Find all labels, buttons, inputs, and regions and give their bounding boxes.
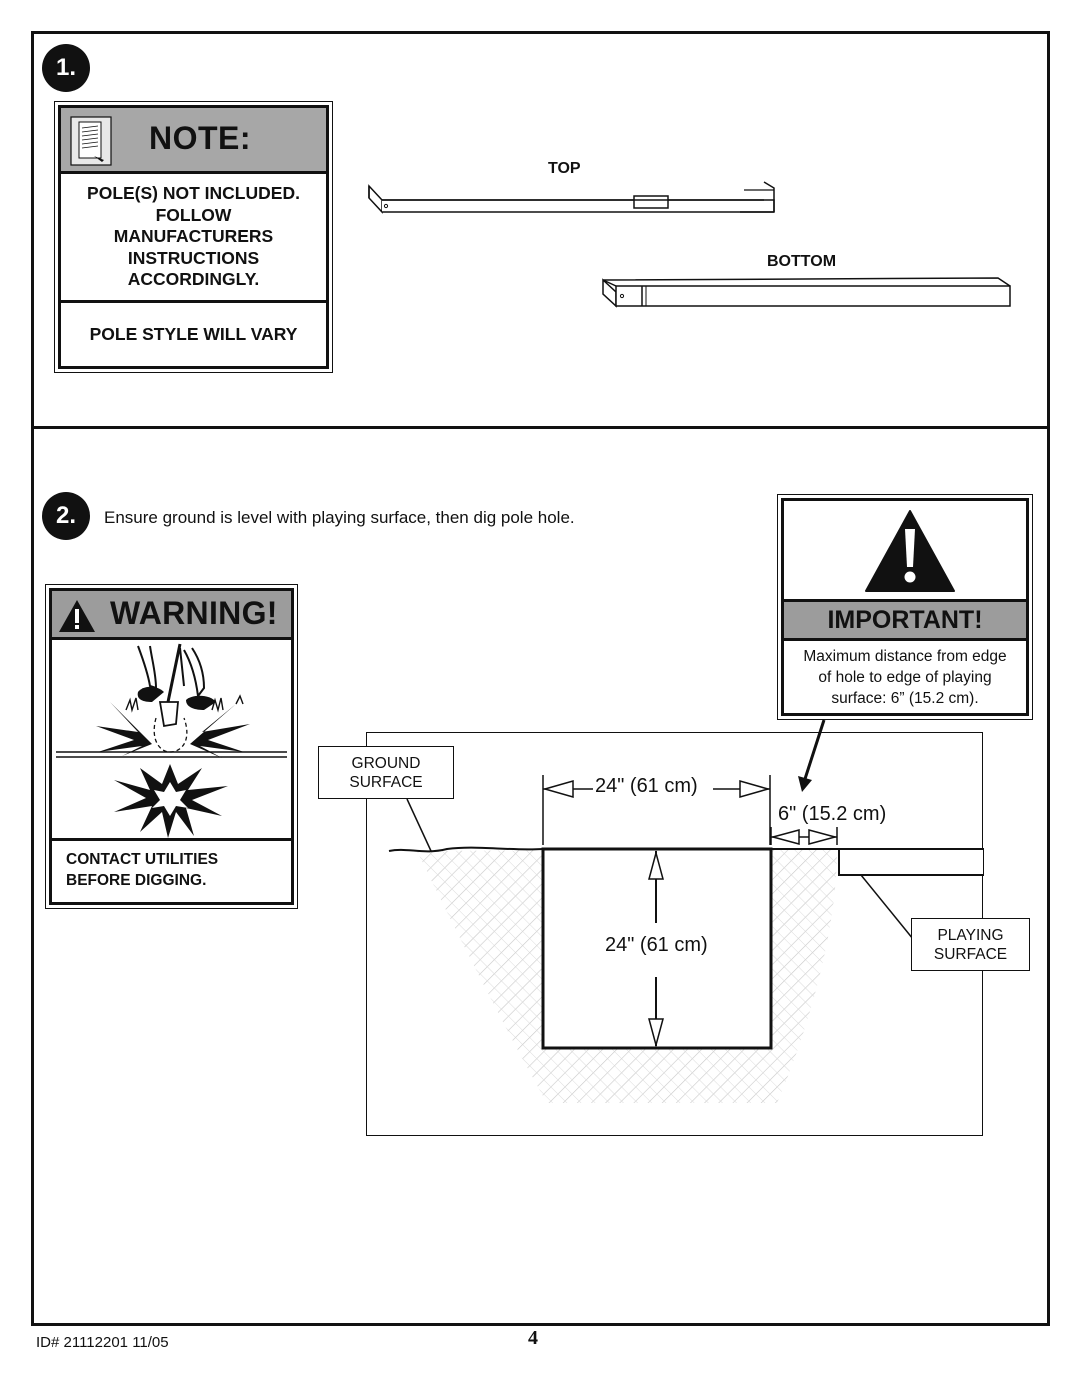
warning-line: BEFORE DIGGING. <box>66 872 207 889</box>
note-box: NOTE: POLE(S) NOT INCLUDED. FOLLOW MANUF… <box>54 101 333 373</box>
callout-line: GROUND <box>351 754 421 772</box>
note-footer: POLE STYLE WILL VARY <box>89 324 298 344</box>
note-line: ACCORDINGLY. <box>127 269 260 290</box>
note-line: POLE(S) NOT INCLUDED. <box>87 183 300 204</box>
hole-width-label: 24" (61 cm) <box>593 775 700 798</box>
digging-hazard-illustration <box>52 640 291 841</box>
callout-line: SURFACE <box>349 773 423 791</box>
warning-line: CONTACT UTILITIES <box>66 851 219 868</box>
warning-title: WARNING! <box>110 595 278 631</box>
note-body: POLE(S) NOT INCLUDED. FOLLOW MANUFACTURE… <box>61 174 326 303</box>
document-id: ID# 21112201 11/05 <box>36 1334 169 1351</box>
important-line: of hole to edge of playing <box>818 668 992 686</box>
important-text: Maximum distance from edge of hole to ed… <box>784 641 1026 713</box>
important-pointer-arrow <box>798 719 826 792</box>
bottom-pole-label: BOTTOM <box>767 253 837 270</box>
exclamation-triangle-icon <box>865 510 955 592</box>
important-line: surface: 6” (15.2 cm). <box>831 689 979 707</box>
top-pole-illustration <box>368 181 775 214</box>
important-box: IMPORTANT! Maximum distance from edge of… <box>777 494 1033 720</box>
warning-header: WARNING! <box>52 591 291 640</box>
hole-depth-label: 24" (61 cm) <box>603 934 710 957</box>
important-title: IMPORTANT! <box>784 602 1026 641</box>
important-symbol-panel <box>784 501 1026 602</box>
warning-text: CONTACT UTILITIES BEFORE DIGGING. <box>52 841 291 902</box>
step-2-instruction: Ensure ground is level with playing surf… <box>104 508 575 527</box>
note-header: NOTE: <box>61 108 326 174</box>
note-line: FOLLOW <box>155 204 232 225</box>
note-line: MANUFACTURERS <box>113 226 274 247</box>
step-2-badge: 2. <box>42 492 90 540</box>
edge-distance-label: 6" (15.2 cm) <box>776 803 889 826</box>
ground-surface-callout: GROUND SURFACE <box>318 746 454 799</box>
note-line: INSTRUCTIONS <box>127 247 260 268</box>
step-1-badge: 1. <box>42 44 90 92</box>
notepad-icon <box>70 116 112 166</box>
important-line: Maximum distance from edge <box>803 647 1007 665</box>
playing-surface-callout: PLAYING SURFACE <box>911 918 1030 971</box>
page-number: 4 <box>528 1327 538 1349</box>
page-frame <box>31 31 1050 1326</box>
top-pole-label: TOP <box>548 160 581 177</box>
callout-line: PLAYING <box>937 926 1004 944</box>
warning-triangle-icon <box>59 600 95 632</box>
note-title: NOTE: <box>149 120 252 156</box>
warning-box: WARNING! <box>45 584 298 909</box>
section-divider <box>31 426 1050 429</box>
callout-line: SURFACE <box>933 945 1008 963</box>
bottom-pole-illustration <box>602 277 1011 308</box>
